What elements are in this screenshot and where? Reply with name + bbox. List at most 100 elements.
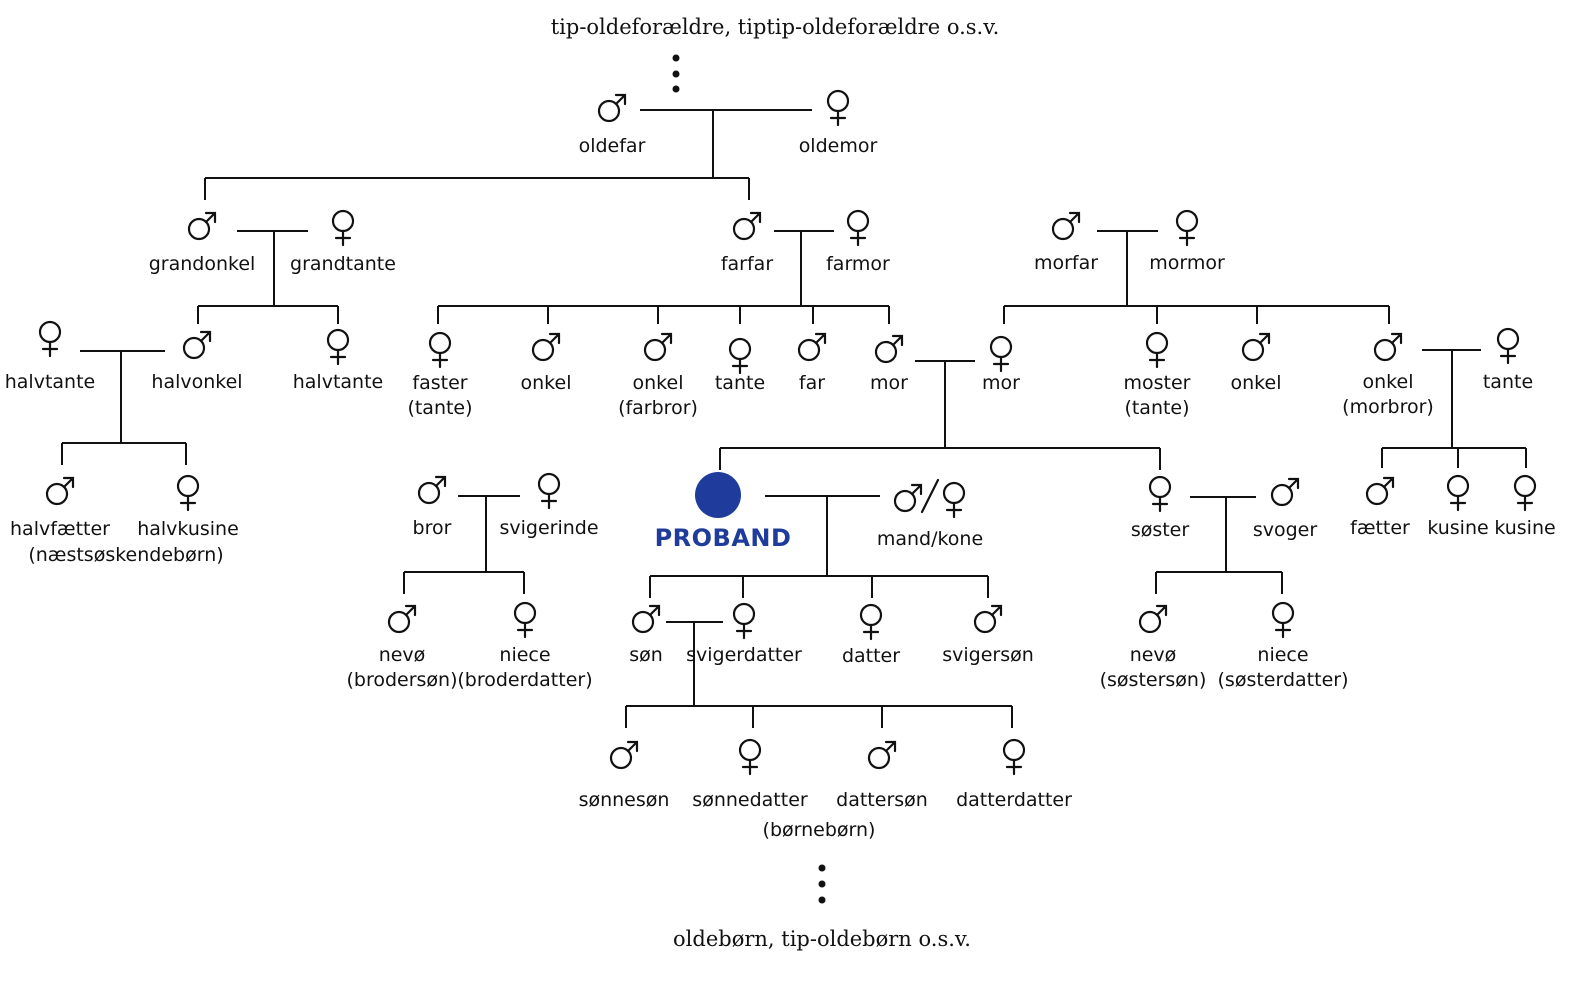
person-label: kusine [1427,517,1488,539]
female-symbol-icon [331,209,355,247]
female-symbol-icon [1496,327,1520,365]
male-symbol-icon [643,332,673,362]
person-kusine1: kusine [1427,474,1489,539]
person-halvonkel: halvonkel [151,330,243,393]
person-niece1: niece (broderdatter) [457,601,593,691]
female-symbol-icon [846,209,870,247]
person-label: nevø [1130,644,1177,666]
person-svigerdatter: svigerdatter [686,602,802,666]
person-label: moster [1124,372,1191,394]
person-bror: bror [413,475,452,539]
male-symbol-icon [45,476,75,506]
person-tante1: tante [715,337,765,394]
person-onkel-farbror: onkel(farbror) [618,332,698,419]
person-label: kusine [1494,517,1555,539]
person-soennedatter: sønnedatter [692,738,808,811]
female-symbol-icon [1002,738,1026,776]
male-symbol-icon [1138,604,1168,634]
person-label: dattersøn [836,789,928,811]
male-symbol-icon [1241,332,1271,362]
person-label: mormor [1149,252,1225,274]
person-onkel1: onkel [521,332,572,394]
person-label: far [799,372,825,394]
proband-marker [695,472,741,518]
person-label: mor [982,372,1020,394]
male-symbol-icon [387,604,417,634]
connector-lines [61,109,1527,728]
person-label: halvonkel [151,371,242,393]
ancestors-caption: tip-oldeforældre, tiptip-oldeforældre o.… [551,15,1000,39]
person-datterdatter: datterdatter [956,738,1072,811]
continuation-dots [672,54,826,904]
person-mand-kone: mand/kone [877,478,983,550]
person-label: (søstersøn) [1100,669,1207,691]
female-symbol-icon [537,472,561,510]
person-label: onkel [1363,371,1414,393]
person-label: mor [870,372,908,394]
ellipsis-dot [672,85,680,93]
person-label: bror [413,517,452,539]
person-label: halvkusine [137,518,239,540]
male-symbol-icon [1270,477,1300,507]
person-kusine2: kusine [1494,474,1556,539]
person-oldemor: oldemor [799,89,877,157]
person-mormor: mormor [1149,209,1225,274]
female-symbol-icon [738,738,762,776]
proband-label: PROBAND [655,524,792,552]
person-far: far [797,332,827,394]
female-symbol-icon [428,331,452,369]
notes: (næstsøskendebørn)(børnebørn) [28,544,875,841]
ellipsis-dot [672,70,680,78]
note-naestsoeskendeboern: (næstsøskendebørn) [28,544,223,566]
person-soennesoen: sønnesøn [579,740,670,811]
person-label: datter [842,645,900,667]
person-label: onkel [633,372,684,394]
person-svoger: svoger [1253,477,1318,541]
person-label: svigerdatter [686,644,802,666]
male-symbol-icon [1373,332,1403,362]
person-label: (broderdatter) [457,669,592,691]
person-label: nevø [379,644,426,666]
person-label: (tante) [407,397,472,419]
person-label: tante [715,372,765,394]
person-farfar: farfar [721,211,773,275]
person-label: søster [1131,519,1190,541]
person-nevoe2: nevø (søstersøn) [1100,604,1207,691]
female-symbol-icon [732,602,756,640]
person-label: farfar [721,253,773,275]
person-label: datterdatter [956,789,1072,811]
male-symbol-icon [797,332,827,362]
person-label: grandonkel [149,253,256,275]
person-label: morfar [1034,252,1098,274]
male-symbol-icon [1051,211,1081,241]
person-dattersoen: dattersøn [836,740,928,811]
female-symbol-icon [989,335,1013,373]
female-symbol-icon [513,601,537,639]
person-label: mand/kone [877,528,983,550]
female-symbol-icon [38,320,62,358]
person-label: svoger [1253,519,1318,541]
person-label: sønnesøn [579,789,670,811]
person-label: sønnedatter [692,789,808,811]
person-label: oldefar [579,135,646,157]
female-symbol-icon [176,474,200,512]
person-halvtante2: halvtante [293,328,383,393]
person-moster: moster (tante) [1124,331,1191,419]
person-label: halvtante [5,371,95,393]
person-label: (tante) [1124,397,1189,419]
person-mor-male: mor [870,334,908,394]
male-symbol-icon [973,604,1003,634]
person-halvfaetter: halvfætter [10,476,110,540]
person-soester: søster [1131,475,1190,541]
person-label: onkel [521,372,572,394]
person-mor: mor [982,335,1020,394]
person-label: svigersøn [942,644,1034,666]
person-nevoe1: nevø(brodersøn) [346,604,458,691]
person-grandtante: grandtante [290,209,396,275]
person-label: faster [412,372,467,394]
person-label: niece [499,644,550,666]
person-onkel2: onkel [1231,332,1281,394]
male-symbol-icon [182,330,212,360]
